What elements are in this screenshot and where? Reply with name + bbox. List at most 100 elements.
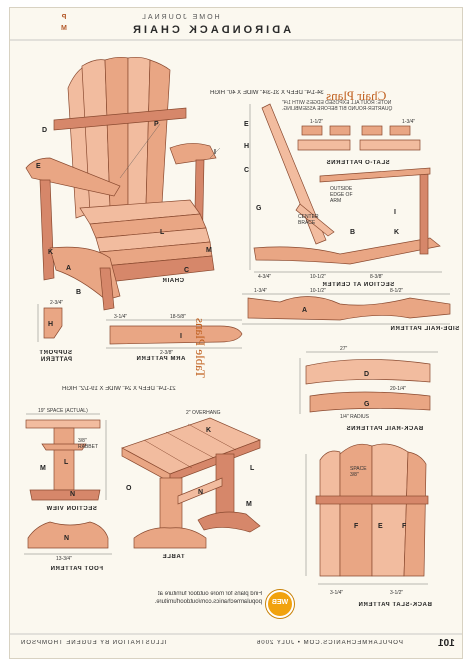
svg-text:1-1/2": 1-1/2" <box>310 119 323 125</box>
slat-profile <box>389 125 411 136</box>
svg-text:19" SPACE (ACTUAL): 19" SPACE (ACTUAL) <box>38 408 88 414</box>
caption-table: TABLE <box>162 554 185 560</box>
arm-profile <box>109 325 243 345</box>
svg-text:BRACE: BRACE <box>298 220 316 226</box>
svg-text:D: D <box>364 371 369 378</box>
foot-pattern-drawing: 13-3/4" N <box>24 521 112 562</box>
back-slat-profile <box>339 443 373 577</box>
svg-text:O: O <box>126 485 132 492</box>
svg-text:M: M <box>246 501 252 508</box>
support-profile <box>43 307 63 339</box>
svg-text:3-1/2": 3-1/2" <box>390 590 403 596</box>
svg-text:4-3/4": 4-3/4" <box>258 274 271 280</box>
svg-text:N: N <box>64 535 69 542</box>
svg-text:3-1/4": 3-1/4" <box>114 314 127 320</box>
caption-section-at-center: SECTION AT CENTER <box>322 282 395 288</box>
web-badge: WEB <box>266 590 294 618</box>
section-view-drawing: 19" SPACE (ACTUAL) 3/8" RABBET L M N <box>25 408 107 501</box>
svg-text:ARM: ARM <box>330 198 341 204</box>
svg-text:E: E <box>378 523 383 530</box>
back-slat-profile <box>371 443 409 577</box>
svg-text:N: N <box>70 491 75 498</box>
svg-text:1-3/4": 1-3/4" <box>254 288 267 294</box>
slat-profile <box>301 125 323 136</box>
caption-slat-o-patterns: SLAT-O PATTERNS <box>326 160 390 166</box>
svg-text:CENTER: CENTER <box>298 214 319 220</box>
svg-text:L: L <box>250 465 255 472</box>
front-leg-left <box>39 179 55 281</box>
table-foot-section <box>29 489 101 501</box>
caption-back-rail-patterns: BACK-RAIL PATTERNS <box>346 426 424 432</box>
caption-section-view: SECTION VIEW <box>46 506 97 512</box>
part-label: D <box>42 127 47 134</box>
back-slat-profile <box>403 451 427 577</box>
svg-text:2-3/4": 2-3/4" <box>50 300 63 306</box>
part-label: I <box>214 149 216 156</box>
side-rail-pattern-drawing: 1-3/4" 10-1/2" 8-1/2" A <box>242 288 451 325</box>
svg-text:G: G <box>256 205 262 212</box>
caption-back-slat-pattern: BACK-SLAT PATTERN <box>358 602 432 608</box>
svg-text:F: F <box>402 523 407 530</box>
promo-line-2[interactable]: popularmechanics.com/outdoorfurniture. <box>154 599 262 605</box>
table-top-section <box>25 419 101 429</box>
svg-text:B: B <box>350 229 355 236</box>
seat-section <box>253 237 441 265</box>
upper-back-rail-profile <box>305 359 431 385</box>
svg-text:I: I <box>180 333 182 340</box>
plans-illustration: P I D E L A K C M B 1-3/4" <box>10 39 462 635</box>
svg-text:H: H <box>244 143 249 150</box>
slat-profile <box>361 125 383 136</box>
caption-support-pattern: SUPPORT PATTERN <box>38 350 72 363</box>
svg-text:3/8": 3/8" <box>350 472 359 478</box>
svg-text:EDGE OF: EDGE OF <box>330 192 353 198</box>
table-plans-spec: 21-1/4" DEEP X 24" WIDE X 19-1/2" HIGH <box>62 386 176 392</box>
svg-text:1/4" RADIUS: 1/4" RADIUS <box>340 414 370 420</box>
page-number: 101 <box>438 638 455 649</box>
slat-o-patterns-drawing: 1-3/4" 1-1/2" <box>297 119 421 151</box>
back-rail-patterns-drawing: 27" 20-1/4" 1/4" RADIUS D G <box>299 346 438 420</box>
center-support <box>295 203 335 237</box>
caption-foot-pattern: FOOT PATTERN <box>50 566 103 572</box>
support-pattern-drawing: 2-3/4" H <box>37 300 63 342</box>
caption-chair: CHAIR <box>162 278 184 284</box>
svg-text:3-1/4": 3-1/4" <box>330 590 343 596</box>
svg-text:E: E <box>244 121 249 128</box>
table-drawing: 2" OVERHANG K L M N O <box>121 410 261 549</box>
svg-text:K: K <box>394 229 399 236</box>
svg-text:I: I <box>394 209 396 216</box>
slat-profile <box>329 125 351 136</box>
chair-plans-spec: 34-1/4" DEEP X 31-3/4" WIDE X 40" HIGH <box>210 90 324 96</box>
part-label: K <box>48 249 53 256</box>
svg-text:K: K <box>206 427 211 434</box>
part-label: P <box>154 121 159 128</box>
svg-text:F: F <box>354 523 359 530</box>
svg-text:H: H <box>48 321 53 328</box>
footer-magazine: POPULARMECHANICS.COM • JULY 2006 <box>256 640 403 646</box>
footer-illustration-credit: ILLUSTRATION BY EUGENE THOMPSON <box>20 640 167 646</box>
part-label: L <box>160 229 165 236</box>
back-slat <box>145 59 171 207</box>
section-at-center-drawing: 4-3/4" 10-1/2" 8-3/8" OUTSIDE EDGE OF AR… <box>244 103 442 280</box>
svg-text:SPACE: SPACE <box>350 466 367 472</box>
table-plans-title: Table Plans <box>193 317 208 378</box>
table-foot-rear <box>197 511 261 533</box>
svg-text:2" OVERHANG: 2" OVERHANG <box>186 410 221 416</box>
svg-text:A: A <box>302 307 307 314</box>
side-rail-profile <box>247 296 451 321</box>
svg-text:OUTSIDE: OUTSIDE <box>330 186 353 192</box>
svg-text:8-3/8": 8-3/8" <box>370 274 383 280</box>
svg-text:18-5/8": 18-5/8" <box>170 314 186 320</box>
foot-profile <box>27 521 109 549</box>
part-label: E <box>36 163 41 170</box>
svg-text:C: C <box>244 167 249 174</box>
right-arm <box>169 143 217 165</box>
svg-text:1-3/4": 1-3/4" <box>402 119 415 125</box>
lower-back-rail-profile <box>309 391 431 413</box>
upper-back-rail <box>53 107 187 131</box>
svg-text:3/8": 3/8" <box>78 438 87 444</box>
svg-text:M: M <box>40 465 46 472</box>
caption-arm-pattern: ARM PATTERN <box>136 356 186 362</box>
back-slat-rail-mark <box>315 495 429 505</box>
chair-drawing: P I D E L A K C M B <box>25 56 221 311</box>
svg-text:N: N <box>198 489 203 496</box>
